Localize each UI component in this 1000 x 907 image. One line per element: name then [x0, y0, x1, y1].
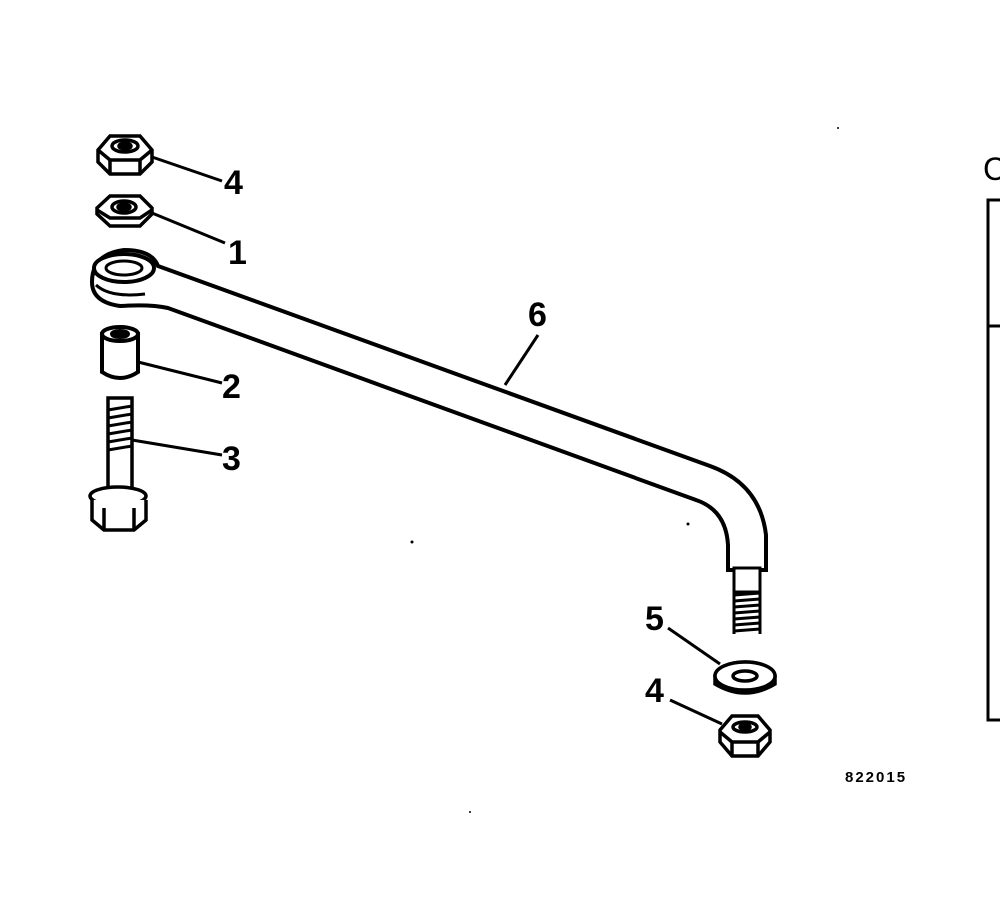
bolt-part	[88, 396, 148, 532]
scan-specks	[410, 127, 839, 813]
callout-spacer: 2	[222, 368, 241, 406]
leader-line-washer-bottom	[667, 626, 721, 666]
callout-washer-bottom: 5	[645, 600, 664, 638]
adjacent-panel-edge	[986, 198, 1000, 722]
leader-line-link-rod	[503, 334, 540, 386]
bottom-nut-part	[718, 714, 772, 758]
callout-nut-top: 4	[224, 164, 243, 202]
bottom-washer-part	[713, 660, 777, 695]
callout-washer-top: 1	[228, 234, 247, 272]
cut-off-letter: C	[983, 151, 1000, 187]
leader-line-bolt	[131, 438, 223, 457]
leader-line-nut-bottom	[669, 698, 723, 726]
spacer-part	[100, 325, 140, 380]
leader-line-spacer	[137, 360, 223, 385]
leader-line-washer-top	[151, 211, 226, 245]
link-rod-part	[89, 247, 768, 634]
leader-lines	[131, 155, 723, 726]
top-washer-part	[95, 194, 154, 228]
callout-bolt: 3	[222, 440, 241, 478]
callout-nut-bottom: 4	[645, 672, 664, 710]
top-nut-part	[96, 134, 154, 176]
leader-line-nut-top	[151, 155, 223, 183]
callout-link-rod: 6	[528, 296, 547, 334]
figure-number: 822015	[845, 769, 907, 786]
